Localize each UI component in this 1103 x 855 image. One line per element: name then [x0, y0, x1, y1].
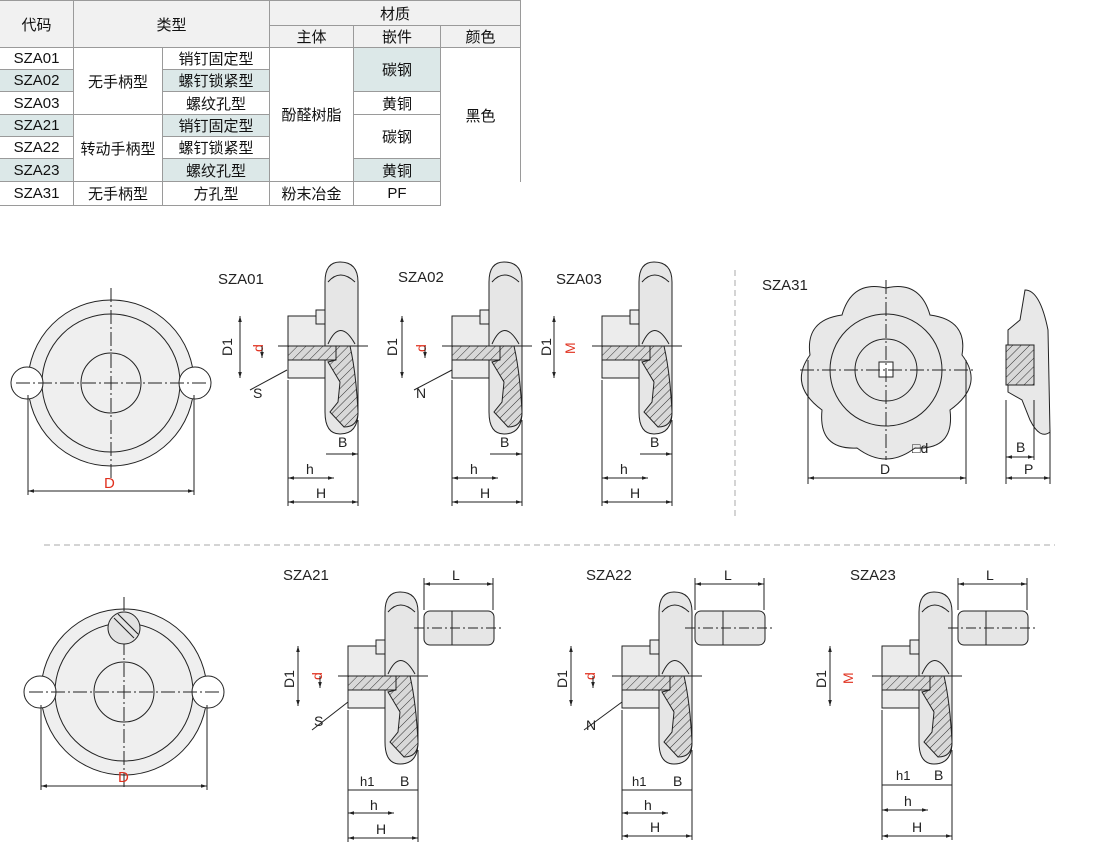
- code-cell: SZA01: [0, 48, 74, 70]
- dim-H: H: [650, 819, 660, 835]
- dim-H: H: [376, 821, 386, 837]
- dim-L: L: [724, 567, 732, 583]
- handle-type-cell: 转动手柄型: [74, 115, 163, 182]
- spec-table: 代码 类型 材质 主体 嵌件 颜色 SZA01 SZA02 SZA03 SZA2…: [0, 0, 521, 206]
- dim-B: B: [650, 434, 659, 450]
- side-view-sza22: SZA22 L D1 d N h1 B h H: [554, 567, 776, 840]
- label-S: S: [253, 385, 262, 401]
- dim-B: B: [400, 773, 409, 789]
- dim-h: h: [470, 461, 478, 477]
- side-view-sza23: SZA23 L D1 M h1 B h H: [813, 567, 1039, 840]
- dim-h: h: [904, 793, 912, 809]
- dim-B: B: [1016, 439, 1025, 455]
- dim-h1: h1: [896, 768, 910, 783]
- insert-material-cell: 碳钢: [354, 48, 441, 92]
- view-title: SZA22: [586, 567, 632, 584]
- dim-H: H: [912, 819, 922, 835]
- dim-h: h: [620, 461, 628, 477]
- dim-L: L: [452, 567, 460, 583]
- label-N: N: [416, 385, 426, 401]
- label-N: N: [586, 717, 596, 733]
- side-view-sza01: SZA01 D1 d S B h H: [218, 261, 369, 506]
- header-color: 颜色: [441, 26, 521, 48]
- dim-square-d: □d: [912, 440, 928, 456]
- fix-type-cell: 螺纹孔型: [163, 159, 270, 182]
- dim-P: P: [1024, 461, 1033, 477]
- side-view-sza03: SZA03 D1 M B h H: [538, 261, 683, 506]
- fix-type-cell: 方孔型: [163, 182, 270, 206]
- insert-material-cell: 碳钢: [354, 115, 441, 159]
- dim-B: B: [934, 767, 943, 783]
- dim-h1: h1: [632, 774, 646, 789]
- insert-material-cell: 黄铜: [354, 159, 441, 182]
- view-title: SZA01: [218, 271, 264, 288]
- dim-d: d: [413, 344, 429, 352]
- fix-type-cell: 螺钉锁紧型: [163, 137, 270, 159]
- dim-D1: D1: [219, 338, 235, 356]
- dim-d: d: [250, 344, 266, 352]
- header-insert: 嵌件: [354, 26, 441, 48]
- dim-D: D: [118, 769, 129, 786]
- dim-h: h: [306, 461, 314, 477]
- body-material-cell: 酚醛树脂: [270, 48, 354, 182]
- label-S: S: [314, 713, 323, 729]
- dim-h: h: [370, 797, 378, 813]
- dim-D: D: [104, 475, 115, 492]
- dim-D1: D1: [538, 338, 554, 356]
- body-material-cell: 粉末冶金: [270, 182, 354, 206]
- view-title: SZA31: [762, 277, 808, 294]
- view-title: SZA21: [283, 567, 329, 584]
- dim-B: B: [338, 434, 347, 450]
- dim-d: d: [582, 672, 598, 680]
- dim-D: D: [880, 461, 890, 477]
- dim-D1: D1: [281, 670, 297, 688]
- fix-type-cell: 销钉固定型: [163, 115, 270, 137]
- fix-type-cell: 销钉固定型: [163, 48, 270, 70]
- handle-type-cell: 无手柄型: [74, 48, 163, 115]
- code-cell: SZA02: [0, 70, 74, 92]
- dim-H: H: [630, 485, 640, 501]
- dim-M: M: [562, 342, 578, 354]
- dim-H: H: [480, 485, 490, 501]
- header-type: 类型: [74, 1, 270, 48]
- dim-D1: D1: [813, 670, 829, 688]
- dim-L: L: [986, 567, 994, 583]
- code-cell: SZA21: [0, 115, 74, 137]
- header-code: 代码: [0, 1, 74, 48]
- color-cell: 黑色: [441, 48, 521, 182]
- dim-M: M: [840, 672, 856, 684]
- code-cell: SZA23: [0, 159, 74, 182]
- side-view-sza02: SZA02 D1 d N B h H: [384, 261, 533, 506]
- dim-B: B: [673, 773, 682, 789]
- dim-h: h: [644, 797, 652, 813]
- code-cell: SZA03: [0, 92, 74, 115]
- front-view-handle: D: [23, 596, 225, 790]
- header-body: 主体: [270, 26, 354, 48]
- code-cell: SZA31: [0, 182, 74, 206]
- view-title: SZA03: [556, 271, 602, 288]
- dim-D1: D1: [384, 338, 400, 356]
- view-sza31: SZA31 D □d B P: [762, 277, 1051, 484]
- header-material: 材质: [270, 1, 521, 26]
- dim-B: B: [500, 434, 509, 450]
- insert-material-cell: 黄铜: [354, 92, 441, 115]
- view-title: SZA02: [398, 269, 444, 286]
- insert-material-cell: PF: [354, 182, 441, 206]
- code-cell: SZA22: [0, 137, 74, 159]
- fix-type-cell: 螺钉锁紧型: [163, 70, 270, 92]
- dim-D1: D1: [554, 670, 570, 688]
- fix-type-cell: 螺纹孔型: [163, 92, 270, 115]
- side-view-sza21: SZA21 L D1 d S h1 B h H: [281, 567, 505, 842]
- front-view-no-handle: D: [10, 287, 212, 495]
- handle-type-cell: 无手柄型: [74, 182, 163, 206]
- dim-d: d: [309, 672, 325, 680]
- view-title: SZA23: [850, 567, 896, 584]
- dim-h1: h1: [360, 774, 374, 789]
- dim-H: H: [316, 485, 326, 501]
